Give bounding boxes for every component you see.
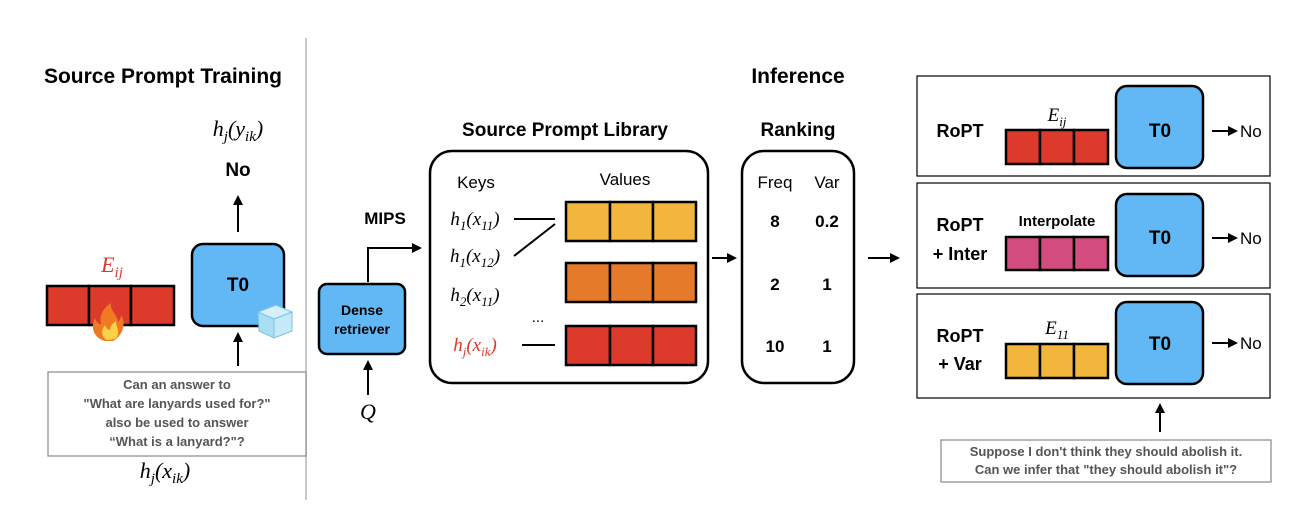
query-label: Q [360, 399, 376, 424]
value-vector-orange [564, 261, 698, 304]
arrow-retriever-to-library [367, 243, 422, 282]
method-row-ropt-var [916, 293, 1271, 399]
ropt-var-model-label: T0 [1149, 334, 1171, 355]
ropt-inter-output: No [1240, 229, 1262, 248]
ranking-freq-1: 8 [770, 212, 779, 231]
mips-label: MIPS [364, 209, 406, 228]
ice-cube-icon [256, 304, 294, 339]
ranking-freq-3: 10 [766, 337, 785, 356]
inference-title: Inference [751, 65, 844, 88]
source-prompt-label: Eij [100, 252, 123, 281]
inference-input-line-1: Suppose I don't think they should abolis… [970, 444, 1242, 459]
retriever-label-line-1: Dense [341, 302, 383, 318]
connector-key2-value1 [513, 223, 556, 257]
training-input-box [47, 371, 307, 457]
ropt-var-label-line-2: + Var [938, 354, 982, 374]
freq-header: Freq [758, 173, 793, 192]
training-input-line-3: also be used to answer [105, 415, 248, 430]
ranking-box [740, 149, 856, 385]
ranking-freq-2: 2 [770, 275, 779, 294]
output-expression: hj(yik) [213, 116, 263, 145]
ranking-title: Ranking [761, 120, 836, 141]
ropt-var-prompt-label: E11 [1044, 318, 1069, 342]
var-header: Var [814, 173, 840, 192]
interpolate-label: Interpolate [1019, 213, 1096, 230]
t0-model-frozen [190, 242, 286, 328]
method-row-ropt-inter [916, 182, 1271, 289]
training-input-line-2: "What are lanyards used for?" [83, 396, 270, 411]
ropt-prompt-label: Eij [1047, 105, 1067, 129]
value-vector-red [564, 324, 698, 367]
t0-model-label: T0 [227, 275, 249, 296]
flame-icon [92, 303, 124, 341]
ropt-inter-label-line-1: RoPT [937, 215, 984, 235]
library-title: Source Prompt Library [462, 120, 668, 141]
ropt-var-output: No [1240, 334, 1262, 353]
inference-input-box [940, 439, 1272, 483]
ranking-var-1: 0.2 [815, 212, 839, 231]
keys-header: Keys [457, 173, 495, 192]
method-row-ropt [916, 75, 1271, 177]
value-vector-yellow [564, 200, 698, 243]
ranking-var-2: 1 [822, 275, 831, 294]
training-input-line-1: Can an answer to [123, 377, 231, 392]
ropt-inter-label-line-2: + Inter [933, 244, 988, 264]
input-expression: hj(xik) [140, 458, 190, 487]
retriever-label-line-2: retriever [334, 321, 391, 337]
inference-input-line-2: Can we infer that "they should abolish i… [975, 462, 1237, 477]
library-ellipsis: ... [532, 309, 545, 326]
ranking-var-3: 1 [822, 337, 831, 356]
key-h2-x11: h2(x11) [450, 285, 499, 309]
ropt-inter-model-label: T0 [1149, 228, 1171, 249]
left-panel-title: Source Prompt Training [44, 65, 282, 88]
ropt-model-label: T0 [1149, 121, 1171, 142]
ropt-label: RoPT [937, 121, 984, 141]
values-header: Values [600, 170, 651, 189]
trainable-prompt-vector [45, 284, 176, 327]
ropt-output: No [1240, 122, 1262, 141]
dense-retriever-box [317, 282, 407, 356]
ropt-var-label-line-1: RoPT [937, 326, 984, 346]
key-hj-xik: hj(xik) [453, 335, 497, 359]
output-label: No [225, 160, 250, 181]
training-input-line-4: “What is a lanyard?"? [109, 434, 245, 449]
key-h1-x12: h1(x12) [450, 246, 500, 270]
key-h1-x11: h1(x11) [450, 209, 499, 233]
